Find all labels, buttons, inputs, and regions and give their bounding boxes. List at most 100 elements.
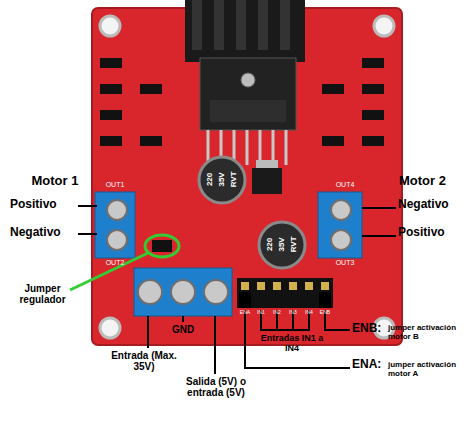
regulator-jumper (152, 240, 172, 252)
terminal-block (134, 268, 232, 316)
terminal-block (318, 192, 362, 258)
capacitor-marking: RVT (230, 165, 239, 193)
terminal-block (95, 192, 135, 258)
leader-line (182, 316, 184, 322)
capacitor-marking: 35V (218, 165, 227, 193)
pin-callout: ENA: (352, 358, 392, 371)
regulator-chip (252, 168, 282, 194)
driver-ic (210, 100, 286, 122)
pin-header (273, 282, 281, 290)
pin-header (257, 282, 265, 290)
leader-line (362, 207, 396, 209)
pin-name: ENA (237, 310, 253, 316)
diode-smd (100, 136, 122, 146)
leader-line (78, 233, 97, 235)
terminal-screw (204, 280, 228, 304)
polarity-label: Negativo (398, 198, 470, 211)
pin-header (289, 282, 297, 290)
silkscreen-text: OUT1 (100, 181, 130, 189)
motor-label: Motor 1 (20, 174, 90, 188)
diode-smd (100, 110, 122, 120)
diode-smd (322, 84, 344, 94)
capacitor (259, 222, 305, 268)
heatsink (185, 0, 305, 62)
heatsink (236, 0, 246, 50)
terminal-screw (331, 230, 351, 250)
diode-smd (362, 58, 384, 68)
capacitor-marking: 220 (206, 165, 215, 193)
heatsink (258, 0, 268, 50)
diode-smd (140, 136, 162, 146)
terminal-block (95, 192, 362, 316)
callout-text: Entrada (Max. 35V) (108, 350, 180, 372)
leader-line (362, 235, 396, 237)
pin-header (319, 292, 331, 308)
capacitor-marking: RVT (290, 230, 299, 258)
terminal-screw (331, 200, 351, 220)
pin-name: IN3 (285, 310, 301, 316)
terminal-screw (171, 280, 195, 304)
jumper-callout (70, 253, 148, 290)
capacitor-marking: 35V (278, 230, 287, 258)
silkscreen-text: OUT3 (325, 259, 365, 267)
mounting-hole (100, 318, 120, 338)
diode-smd (362, 110, 384, 120)
motor-label: Motor 2 (385, 174, 460, 188)
pin-header (237, 278, 333, 308)
driver-ic (241, 73, 255, 87)
jumper-callout (145, 235, 179, 257)
pin-name: IN2 (269, 310, 285, 316)
pin-name: IN1 (253, 310, 269, 316)
pin-header (237, 278, 333, 308)
heatsink (192, 0, 202, 50)
polarity-label: Negativo (10, 226, 80, 239)
pin-header (305, 282, 313, 290)
ic-pin (259, 130, 262, 165)
leader-line (245, 310, 350, 368)
diode-smd (100, 58, 384, 146)
diode-smd (362, 136, 384, 146)
diode-smd (362, 84, 384, 94)
callout-text: GND (165, 324, 201, 335)
pcb-board (92, 8, 402, 345)
regulator-chip (252, 160, 282, 194)
ic-pin (246, 130, 249, 165)
terminal-screw (107, 200, 127, 220)
pin-header (321, 282, 329, 290)
terminal-screw (107, 230, 127, 250)
heatsink (214, 0, 224, 50)
terminal-screw (138, 280, 162, 304)
pin-header (239, 292, 251, 308)
driver-ic (200, 58, 296, 130)
mounting-hole (374, 16, 394, 36)
heatsink (280, 0, 290, 50)
driver-ic (200, 58, 296, 130)
capacitor (199, 157, 245, 203)
diode-smd (100, 84, 122, 94)
callout-note: jumper activación motor A (388, 361, 473, 379)
callout-note: jumper activación motor B (388, 324, 473, 342)
mounting-hole (100, 16, 120, 36)
pcb-board (92, 8, 402, 345)
diode-smd (140, 84, 162, 94)
pin-callout: ENB: (352, 322, 392, 335)
leader-line (78, 206, 396, 374)
pin-header (241, 282, 249, 290)
pin-name: ENB (317, 310, 333, 316)
leader-line (147, 316, 149, 348)
silkscreen-text: OUT2 (100, 259, 130, 267)
ic-pin (285, 130, 288, 165)
regulator-jumper (152, 240, 172, 252)
jumper-callout (70, 235, 179, 290)
pin-name: IN4 (301, 310, 317, 316)
capacitor-marking: 220 (266, 230, 275, 258)
diode-smd (100, 58, 122, 68)
ic-pin (272, 130, 275, 165)
leader-line (78, 205, 97, 207)
leader-line (261, 310, 309, 330)
regulator-chip (256, 160, 278, 168)
silkscreen-text: OUT4 (325, 181, 365, 189)
polarity-label: Positivo (398, 226, 470, 239)
mounting-hole (100, 16, 394, 338)
